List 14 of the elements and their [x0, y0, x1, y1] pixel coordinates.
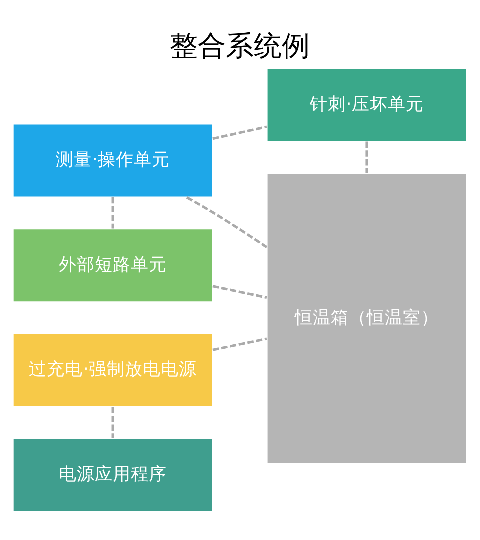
node-box: 外部短路单元 [12, 228, 214, 303]
connector [212, 285, 268, 300]
node-box: 过充电·强制放电电源 [12, 333, 214, 408]
connector [186, 196, 268, 249]
diagram-title: 整合系统例 [170, 29, 310, 62]
node-box: 测量·操作单元 [12, 123, 214, 198]
connector [112, 407, 114, 438]
node-box: 恒温箱（恒温室） [266, 172, 468, 465]
connector [212, 338, 268, 352]
connector [212, 126, 268, 140]
node-box: 电源应用程序 [12, 438, 214, 513]
node-box: 针刺·压坏单元 [266, 68, 468, 142]
connector [366, 142, 368, 174]
connector [112, 197, 114, 229]
